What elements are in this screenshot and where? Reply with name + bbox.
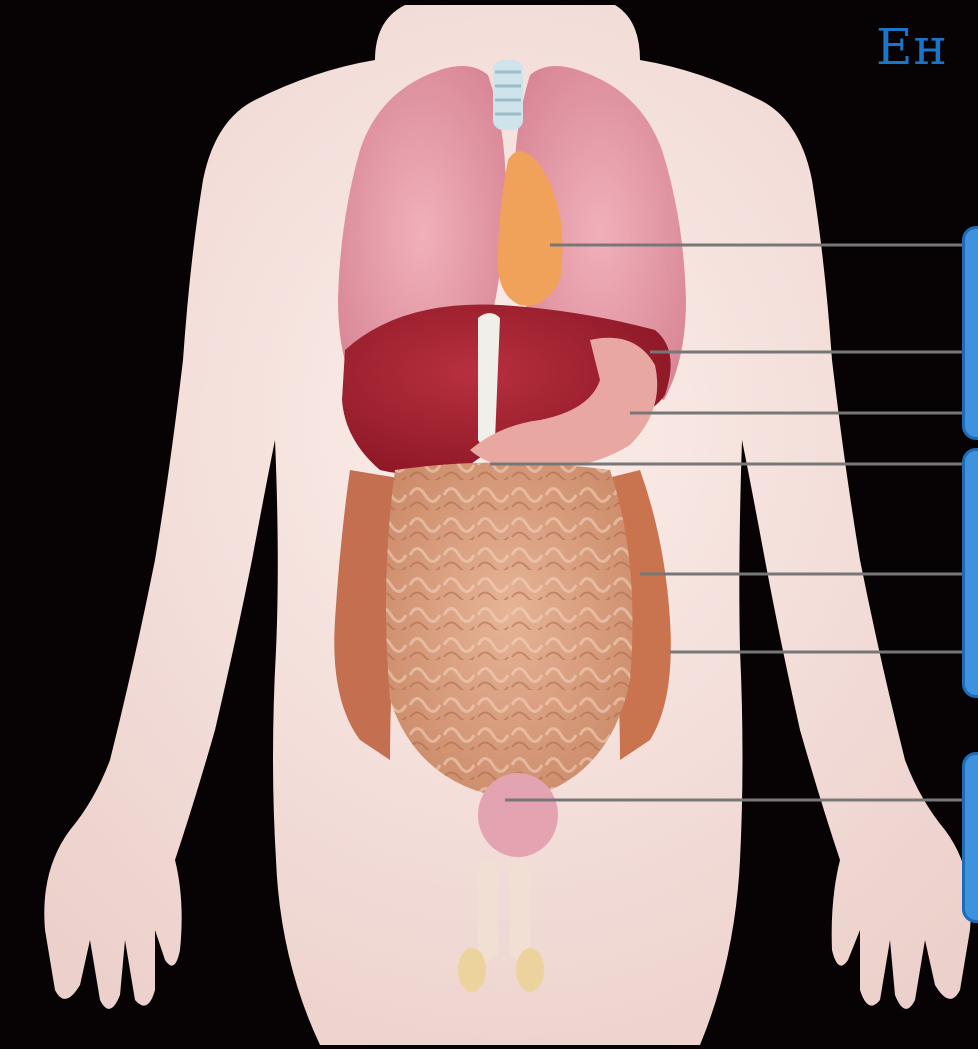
small-intestine-texture [386, 463, 633, 801]
label-box-2[interactable] [962, 448, 978, 698]
label-box-3[interactable] [962, 752, 978, 923]
page-title: Ен [876, 18, 948, 76]
bladder [478, 773, 558, 857]
label-box-1[interactable] [962, 226, 978, 440]
